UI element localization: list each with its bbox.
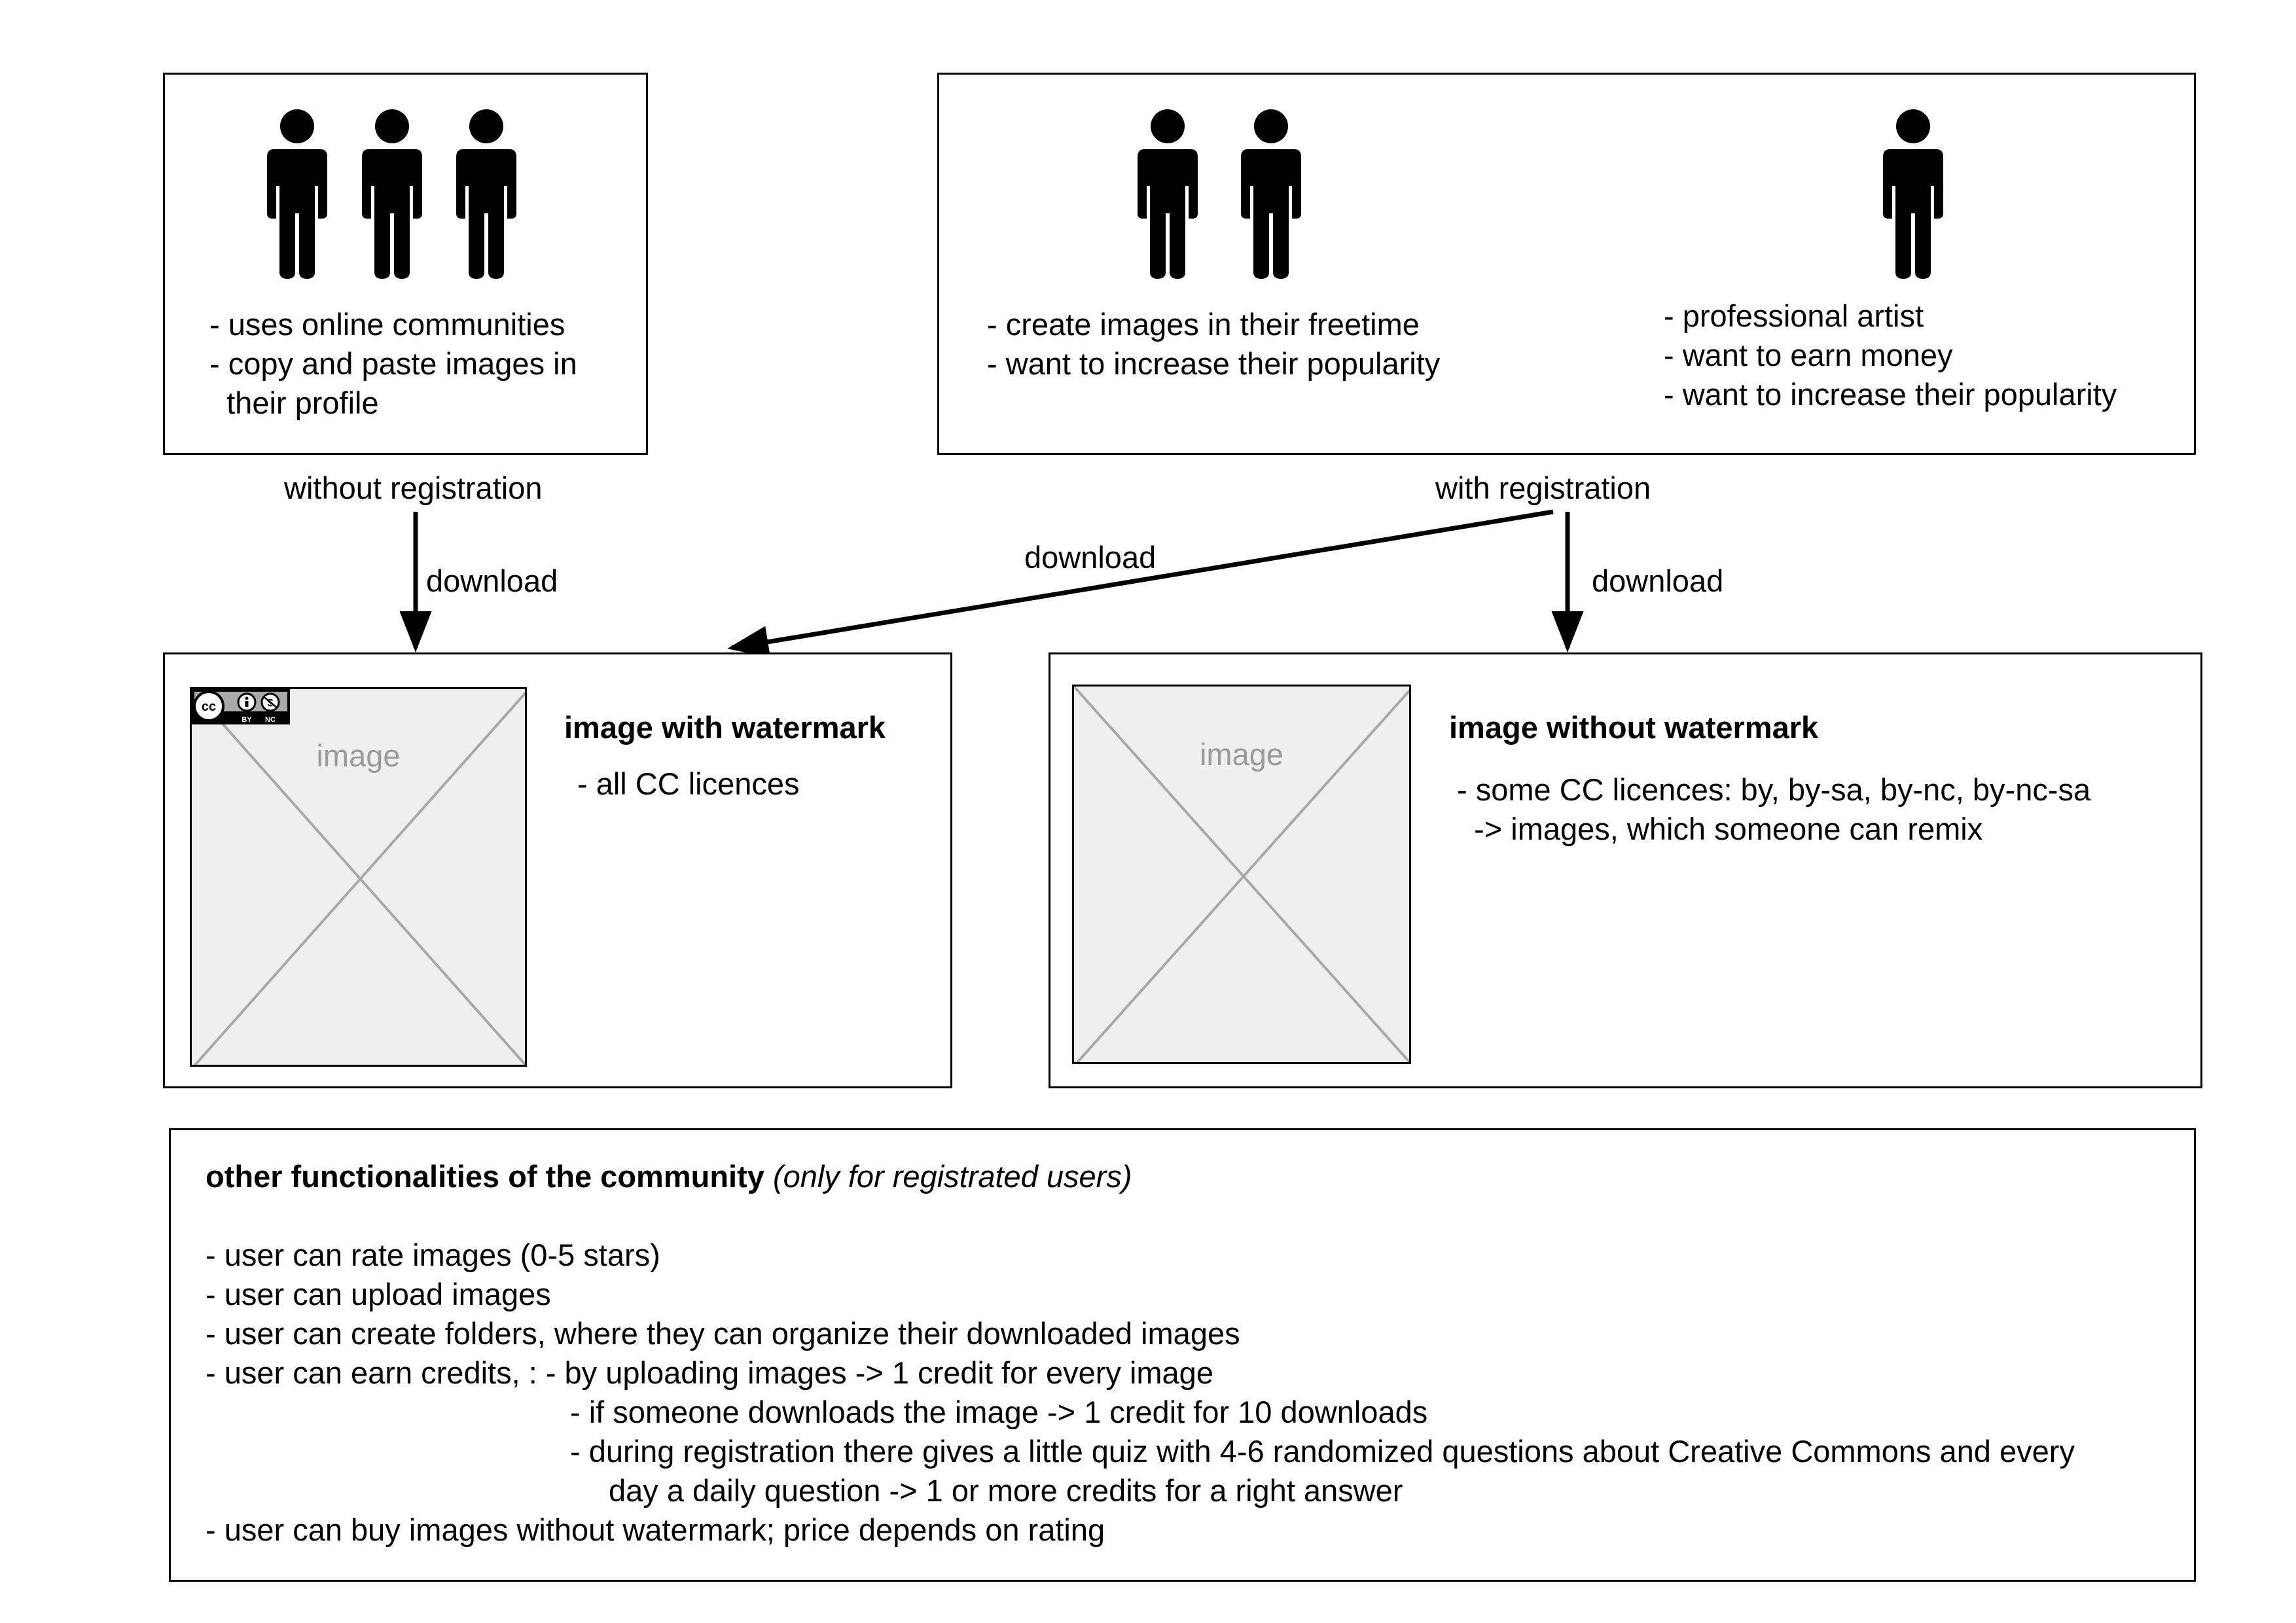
download-label: download xyxy=(426,563,558,598)
svg-text:BY: BY xyxy=(242,716,252,724)
function-subitem: - if someone downloads the image -> 1 cr… xyxy=(570,1395,1428,1429)
person-icon xyxy=(1138,109,1198,282)
community-functions-box xyxy=(169,1128,2196,1582)
image-placeholder: image cc $ BY NC xyxy=(190,687,527,1067)
visitors-description: - uses online communities - copy and pas… xyxy=(209,307,577,420)
placeholder-cross xyxy=(192,689,525,1065)
function-item: - user can upload images xyxy=(206,1277,551,1311)
cc-by-nc-badge-icon: cc $ BY NC xyxy=(192,689,290,724)
function-item: - user can buy images without watermark;… xyxy=(206,1512,1105,1547)
clean-licence-notes: - some CC licences: by, by-sa, by-nc, by… xyxy=(1457,772,2091,846)
function-item: - user can earn credits, : - by uploadin… xyxy=(206,1355,1213,1390)
functions-subtitle: (only for registrated users) xyxy=(772,1159,1132,1194)
placeholder-cross xyxy=(1074,687,1409,1062)
watermarked-title: image with watermark xyxy=(564,710,886,745)
image-placeholder-label: image xyxy=(316,738,401,773)
clean-image-box: image xyxy=(1049,652,2202,1088)
professional-artist-description: - professional artist - want to earn mon… xyxy=(1664,298,2117,412)
svg-text:NC: NC xyxy=(265,716,276,724)
function-item: - user can rate images (0-5 stars) xyxy=(206,1238,660,1272)
svg-text:cc: cc xyxy=(202,700,216,714)
clean-title: image without watermark xyxy=(1449,710,1819,745)
person-icon xyxy=(362,109,422,282)
person-icon xyxy=(456,109,516,282)
with-registration-label: with registration xyxy=(1435,471,1651,505)
watermarked-licence-note: - all CC licences xyxy=(577,766,800,801)
download-label: download xyxy=(1024,540,1157,575)
watermarked-image-box: image cc $ BY NC xyxy=(163,652,952,1088)
download-label: download xyxy=(1592,563,1724,598)
registered-users-box xyxy=(937,73,2196,455)
registered-watermark-arrow xyxy=(727,509,1554,658)
function-subitem: - during registration there gives a litt… xyxy=(570,1434,2075,1469)
hobby-artists-description: - create images in their freetime - want… xyxy=(987,307,1441,381)
function-subitem-continued: day a daily question -> 1 or more credit… xyxy=(609,1473,1403,1508)
function-item: - user can create folders, where they ca… xyxy=(206,1316,1240,1351)
without-registration-label: without registration xyxy=(284,471,543,505)
image-placeholder-label: image xyxy=(1199,737,1283,772)
person-icon xyxy=(1883,109,1943,282)
functions-heading: other functionalities of the community (… xyxy=(206,1157,1132,1196)
person-icon xyxy=(1241,109,1301,282)
person-icon xyxy=(267,109,327,282)
functions-title: other functionalities of the community xyxy=(206,1159,764,1194)
image-placeholder: image xyxy=(1072,685,1411,1064)
